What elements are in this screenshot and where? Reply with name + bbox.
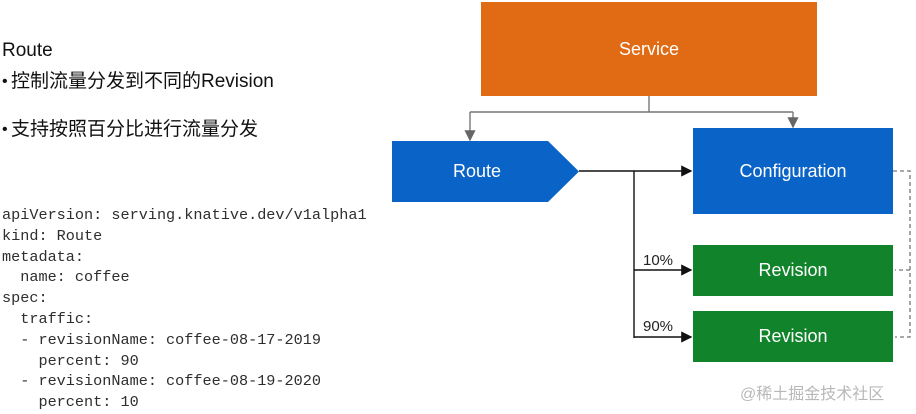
watermark: @稀土掘金技术社区	[740, 386, 885, 403]
bullet-item-1: •控制流量分发到不同的Revision	[2, 66, 274, 93]
revision-box-top: Revision	[693, 245, 893, 296]
bullet-item-2: •支持按照百分比进行流量分发	[2, 114, 258, 141]
service-box: Service	[481, 2, 817, 96]
configuration-to-revisions-dashed	[893, 170, 911, 338]
bullet-marker: •	[2, 73, 8, 90]
traffic-percent-bottom: 90%	[643, 318, 674, 335]
revision-box-bottom: Revision	[693, 311, 893, 362]
bullet-marker: •	[2, 121, 8, 138]
route-shape	[392, 141, 579, 202]
configuration-box: Configuration	[693, 128, 893, 214]
traffic-percent-top: 10%	[643, 252, 674, 269]
route-label: Route	[452, 161, 502, 181]
bullet-text-2: 支持按照百分比进行流量分发	[11, 119, 259, 140]
section-heading: Route	[2, 40, 53, 61]
bullet-text-1: 控制流量分发到不同的Revision	[11, 71, 274, 92]
route-yaml-code: apiVersion: serving.knative.dev/v1alpha1…	[2, 206, 367, 412]
